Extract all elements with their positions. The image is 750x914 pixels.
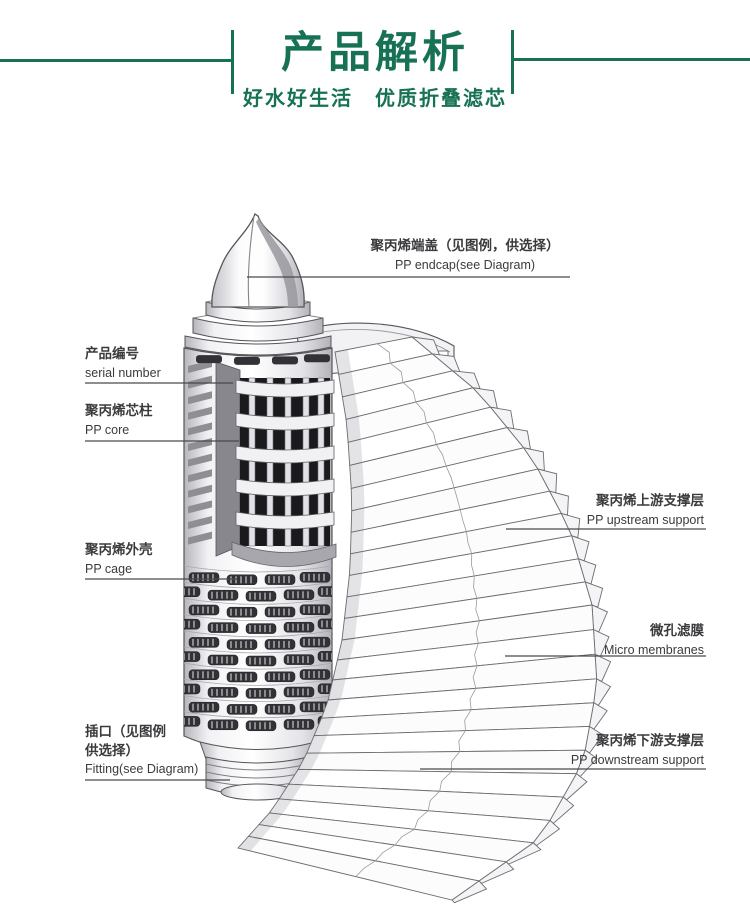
page-subtitle: 好水好生活 优质折叠滤芯 — [243, 88, 507, 110]
label-pp-core-cn: 聚丙烯芯柱 — [85, 403, 153, 418]
label-pp-endcap-cn: 聚丙烯端盖（见图例，供选择） — [370, 238, 560, 253]
label-pp-core: 聚丙烯芯柱 PP core — [85, 401, 255, 439]
label-fitting-cn-line1: 插口（见图例 — [85, 724, 166, 739]
label-micro-membranes-en: Micro membranes — [603, 642, 704, 657]
header-right-vertical-tick — [511, 30, 514, 94]
label-pp-downstream-support-en: PP downstream support — [570, 752, 704, 767]
label-serial-number-cn: 产品编号 — [85, 346, 139, 361]
label-pp-downstream-support: 聚丙烯下游支撑层 PP downstream support — [488, 731, 704, 769]
label-pp-endcap-en: PP endcap(see Diagram) — [394, 257, 536, 272]
label-micro-membranes: 微孔滤膜 Micro membranes — [488, 621, 704, 659]
label-micro-membranes-cn: 微孔滤膜 — [650, 623, 704, 638]
label-pp-upstream-support-cn: 聚丙烯上游支撑层 — [596, 493, 704, 508]
endcap-dome-graphic — [211, 213, 305, 308]
label-serial-number: 产品编号 serial number — [85, 344, 255, 382]
page-title: 产品解析 — [281, 29, 469, 77]
label-pp-upstream-support: 聚丙烯上游支撑层 PP upstream support — [488, 491, 704, 529]
top-collar-graphic — [184, 295, 332, 356]
leader-lines — [85, 276, 706, 781]
header-left-horizontal-rule — [0, 59, 232, 62]
label-pp-downstream-support-cn: 聚丙烯下游支撑层 — [596, 733, 704, 748]
label-serial-number-en: serial number — [85, 365, 161, 380]
label-pp-cage-en: PP cage — [85, 561, 133, 576]
header-left-vertical-tick — [231, 30, 234, 94]
pleated-membrane-fan-graphic — [237, 336, 612, 904]
label-pp-upstream-support-en: PP upstream support — [586, 512, 704, 527]
label-fitting-en: Fitting(see Diagram) — [85, 761, 199, 776]
label-pp-core-en: PP core — [85, 422, 130, 437]
cartridge-body-graphic — [183, 347, 337, 753]
label-pp-cage-cn: 聚丙烯外壳 — [85, 542, 153, 557]
label-pp-endcap: 聚丙烯端盖（见图例，供选择） PP endcap(see Diagram) — [357, 236, 573, 274]
label-pp-cage: 聚丙烯外壳 PP cage — [85, 540, 255, 578]
label-fitting-cn-line2: 供选择） — [85, 742, 139, 758]
label-fitting: 插口（见图例 供选择） Fitting(see Diagram) — [85, 723, 265, 778]
header-right-horizontal-rule — [514, 58, 750, 61]
